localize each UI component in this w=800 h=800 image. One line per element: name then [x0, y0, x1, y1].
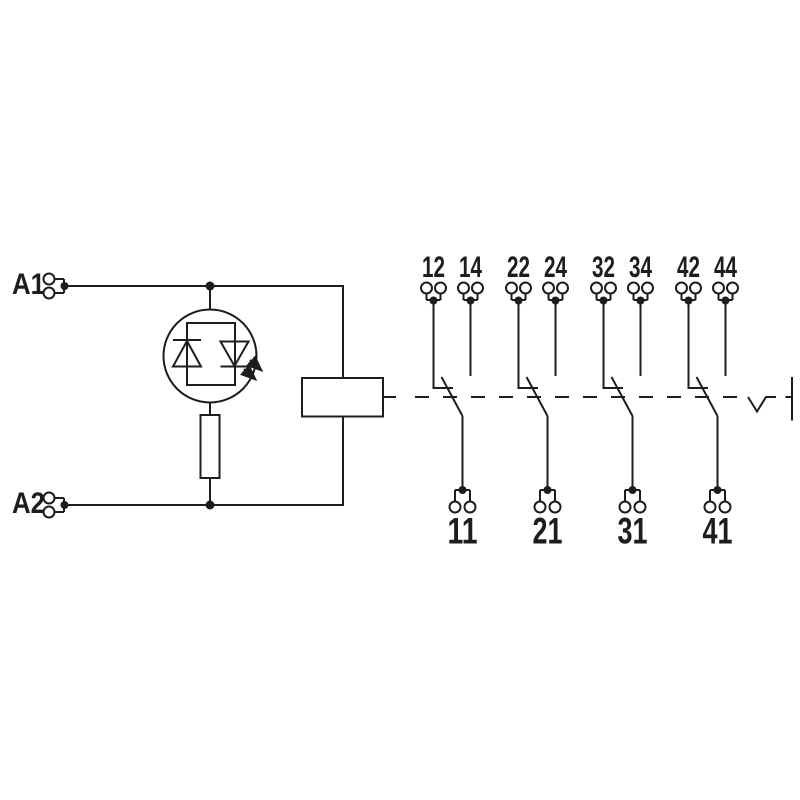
a1-terminal-icon [42, 272, 69, 300]
nc-terminal-icon [505, 281, 532, 305]
nc-contact-wire [432, 300, 453, 389]
no-terminal-icon [457, 281, 484, 305]
switch-blade-icon [610, 376, 634, 417]
linkage-v-notch-icon [747, 396, 776, 414]
common-terminal-label: 31 [618, 511, 648, 552]
nc-terminal-icon [420, 281, 447, 305]
no-terminal-icon [542, 281, 569, 305]
nc-contact-wire [602, 300, 623, 389]
linkage-anchor-icon [785, 377, 793, 421]
contact-group-1: 12 14 11 [420, 251, 484, 552]
switch-blade-icon [440, 376, 464, 417]
common-terminal-icon [448, 486, 477, 514]
no-terminal-label: 34 [629, 251, 652, 284]
a2-terminal-icon [42, 491, 69, 519]
common-terminal-icon [618, 486, 647, 514]
switch-blade-icon [525, 376, 549, 417]
nc-contact-wire [687, 300, 708, 389]
led-indicator-icon [162, 308, 258, 404]
contact-group-2: 22 24 21 [505, 251, 569, 552]
a1-terminal-label: A1 [12, 268, 45, 301]
a2-junction-dot [205, 500, 215, 510]
no-terminal-label: 44 [714, 251, 737, 284]
no-terminal-icon [627, 281, 654, 305]
nc-terminal-label: 12 [422, 251, 445, 284]
common-terminal-icon [533, 486, 562, 514]
nc-terminal-label: 22 [507, 251, 530, 284]
contact-group-3: 32 34 31 [590, 251, 654, 552]
relay-coil-icon [301, 377, 384, 418]
contact-group-4: 42 44 41 [675, 251, 739, 552]
no-terminal-label: 14 [459, 251, 482, 284]
resistor-icon [199, 414, 221, 479]
common-terminal-label: 41 [703, 511, 733, 552]
switch-blade-icon [695, 376, 719, 417]
diode-up-icon [171, 338, 203, 368]
common-terminal-icon [703, 486, 732, 514]
nc-contact-wire [517, 300, 538, 389]
a2-terminal-label: A2 [12, 487, 45, 520]
nc-terminal-label: 32 [592, 251, 615, 284]
common-terminal-label: 11 [448, 511, 478, 552]
mechanical-linkage [415, 377, 793, 421]
no-terminal-label: 24 [544, 251, 567, 284]
nc-terminal-label: 42 [677, 251, 700, 284]
diode-bridge-frame [186, 322, 236, 386]
nc-terminal-icon [675, 281, 702, 305]
led-emission-arrows-icon [239, 355, 264, 382]
a2-wire [64, 416, 344, 506]
nc-terminal-icon [590, 281, 617, 305]
a1-wire [64, 285, 344, 378]
common-terminal-label: 21 [533, 511, 563, 552]
coil-circuit: A1 [12, 268, 396, 520]
